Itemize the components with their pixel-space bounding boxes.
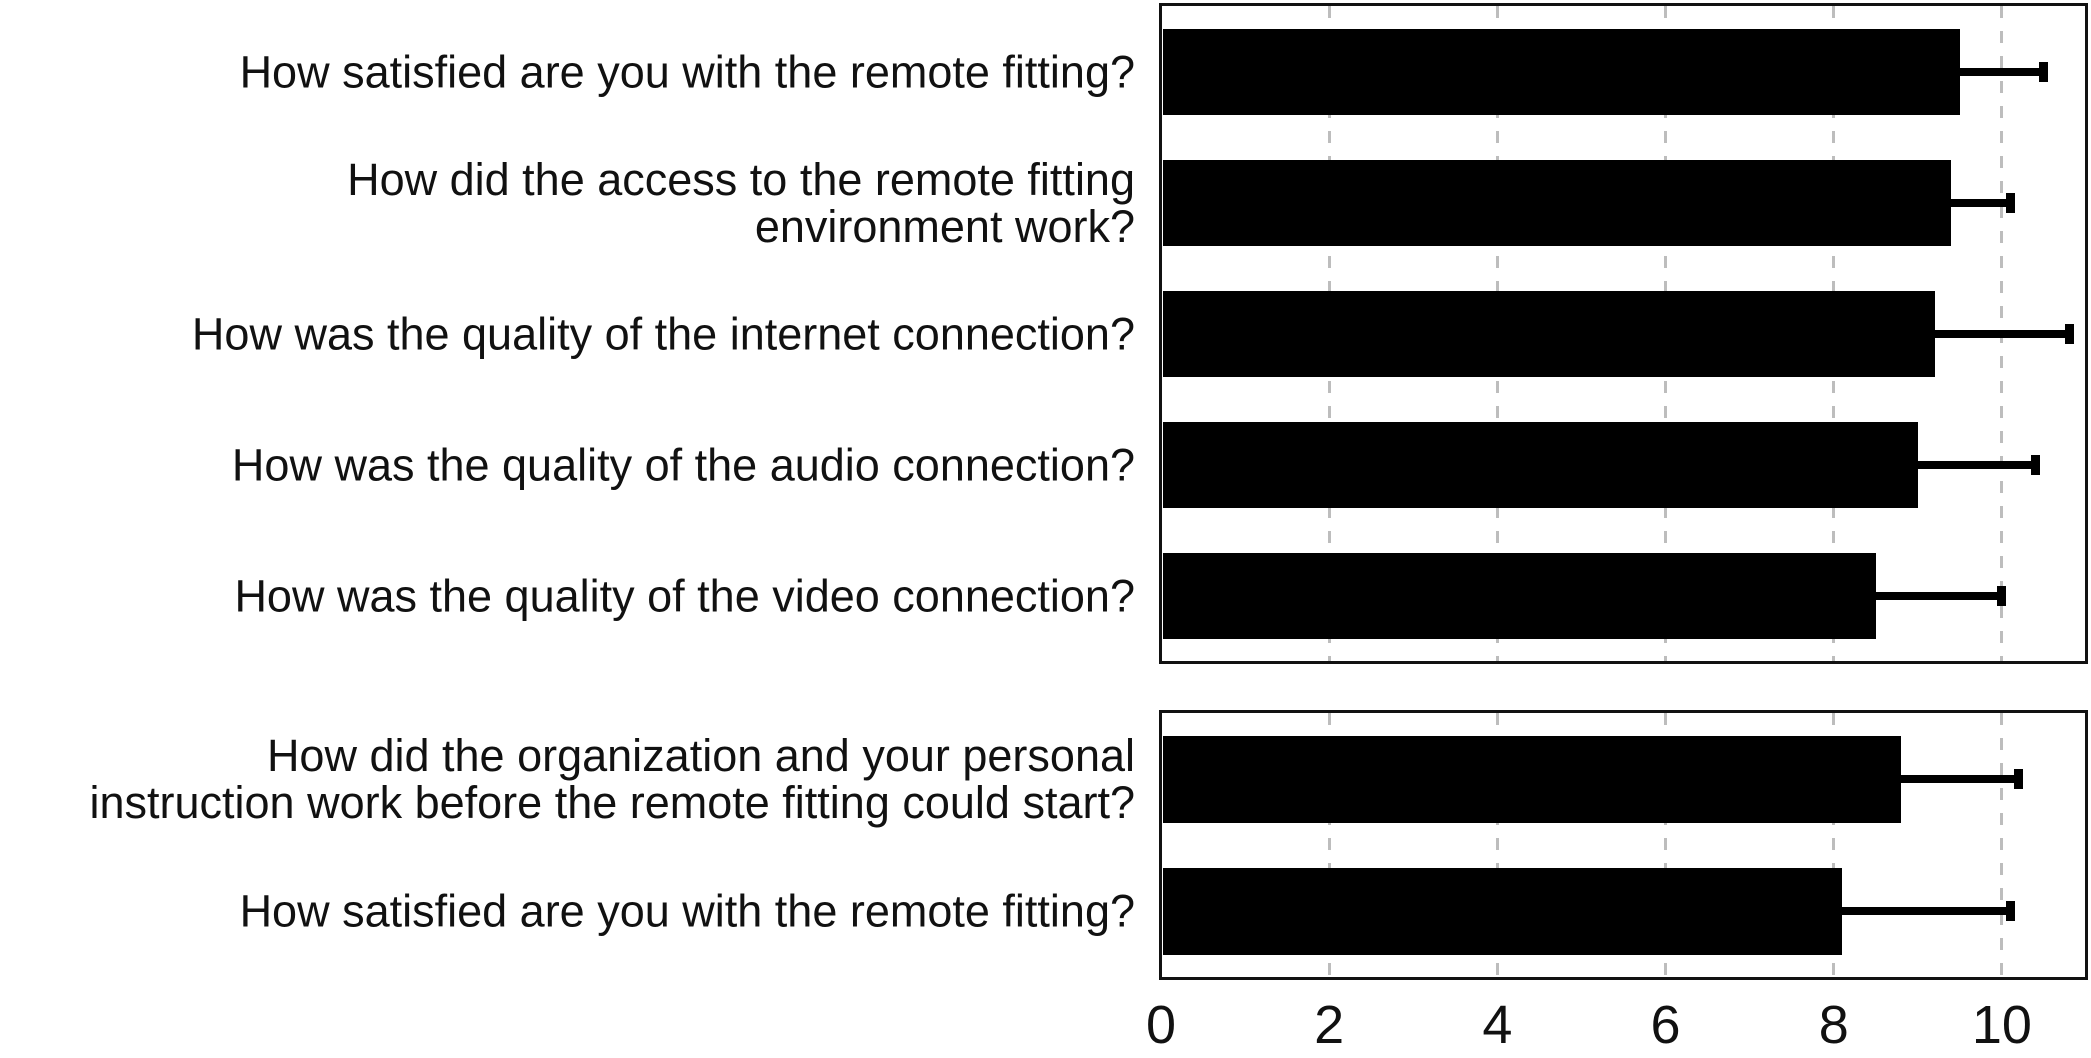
error-bar-cap bbox=[2006, 193, 2015, 213]
bar bbox=[1163, 29, 1960, 115]
bar bbox=[1163, 736, 1901, 823]
gridline-x4 bbox=[1495, 713, 1499, 977]
error-bar-cap bbox=[2065, 324, 2074, 344]
gridline-x10 bbox=[2000, 713, 2004, 977]
x-axis-tick-label: 2 bbox=[1314, 995, 1345, 1055]
error-bar-line bbox=[1934, 330, 2070, 338]
gridline-x2 bbox=[1327, 713, 1331, 977]
question-label: How satisfied are you with the remote fi… bbox=[239, 46, 1135, 98]
bar bbox=[1163, 422, 1918, 508]
bar bbox=[1163, 553, 1876, 639]
question-label: How did the access to the remote fitting… bbox=[347, 153, 1135, 252]
gridline-x6 bbox=[1664, 713, 1668, 977]
question-label: How was the quality of the audio connect… bbox=[231, 439, 1135, 491]
question-label: How did the organization and your person… bbox=[89, 729, 1135, 828]
error-bar-cap bbox=[2039, 62, 2048, 82]
x-axis-tick-label: 0 bbox=[1145, 995, 1177, 1055]
error-bar-line bbox=[1950, 199, 2010, 207]
bar bbox=[1163, 868, 1842, 955]
error-bar-cap bbox=[2031, 455, 2040, 475]
question-label: How was the quality of the internet conn… bbox=[191, 308, 1135, 360]
x-axis-tick-label: 6 bbox=[1650, 995, 1681, 1055]
error-bar-cap bbox=[2006, 901, 2015, 921]
error-bar-line bbox=[1900, 775, 2019, 783]
error-bar-line bbox=[1917, 461, 2036, 469]
bar bbox=[1163, 160, 1951, 246]
x-axis-tick-label: 4 bbox=[1482, 995, 1513, 1055]
bar bbox=[1163, 291, 1935, 377]
error-bar-line bbox=[1841, 907, 2010, 915]
plot-panel-bottom-panel bbox=[1159, 710, 2088, 980]
x-axis-tick-label: 8 bbox=[1818, 995, 1849, 1055]
error-bar-cap bbox=[2014, 769, 2023, 789]
error-bar-cap bbox=[1997, 586, 2006, 606]
question-label: How was the quality of the video connect… bbox=[234, 570, 1135, 622]
error-bar-line bbox=[1959, 68, 2044, 76]
question-label: How satisfied are you with the remote fi… bbox=[239, 885, 1135, 937]
plot-panel-top-panel bbox=[1159, 3, 2088, 664]
x-axis-tick-label: 10 bbox=[1971, 995, 2032, 1055]
error-bar-line bbox=[1875, 592, 2002, 600]
gridline-x8 bbox=[1832, 713, 1836, 977]
